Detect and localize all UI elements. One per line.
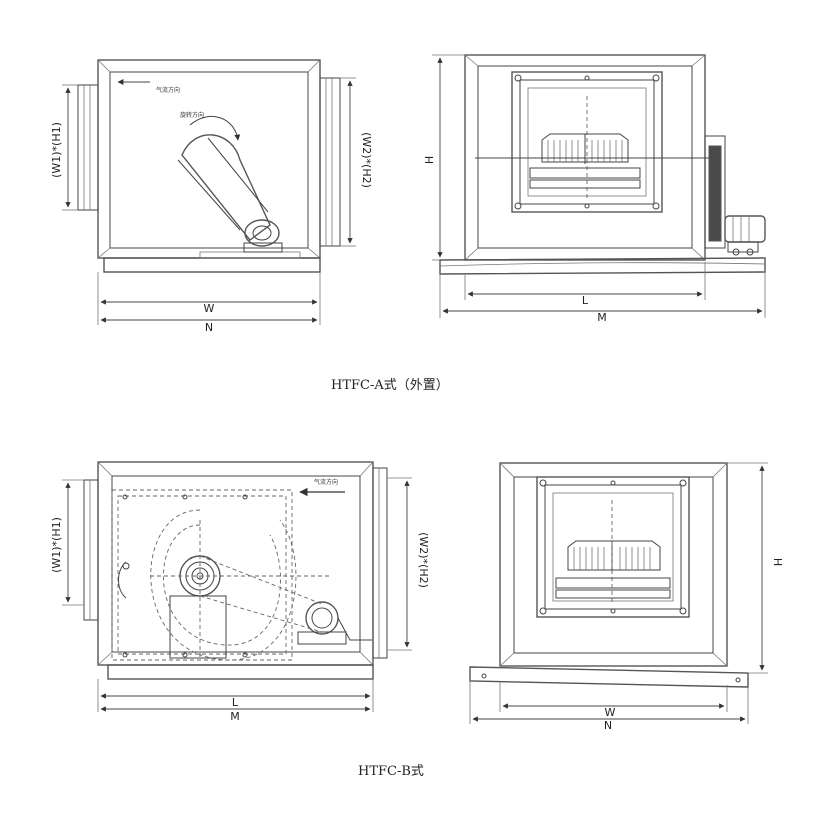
dim-n-a: N [205, 321, 213, 334]
dim-l-b: L [232, 696, 239, 709]
motor-a [724, 215, 766, 256]
caption-htfc-b: HTFC-B式 [358, 764, 424, 779]
dim-l-a: L [582, 294, 589, 307]
dim-w-b: W [605, 706, 616, 719]
dim-m-b: M [230, 710, 240, 723]
dim-m-a: M [597, 311, 607, 324]
caption-htfc-a: HTFC-A式（外置） [331, 378, 449, 393]
impeller-b [555, 500, 671, 605]
diagram-b-front-view: H W N [469, 462, 784, 732]
dim-h-b: H [771, 558, 784, 566]
dim-h-a: H [423, 156, 436, 164]
dim-w-a: W [204, 302, 215, 315]
impeller-a [529, 96, 641, 200]
dim-n-b: N [604, 719, 612, 732]
rotation-label-a: 旋转方向 [180, 111, 204, 119]
diagram-a-side-view: 气流方向 旋转方向 (W1)*(H1) (W2)*(H2) W N [50, 59, 373, 334]
dim-w2h2-a: (W2)*(H2) [360, 132, 373, 188]
diagram-a-front-view: H L M [423, 54, 766, 324]
airflow-label-a: 气流方向 [156, 86, 180, 94]
dim-w1h1-b: (W1)*(H1) [50, 517, 63, 573]
dim-w2h2-b: (W2)*(H2) [417, 532, 430, 588]
motor-b [297, 601, 372, 645]
fan-housing [177, 115, 283, 253]
dim-w1h1-a: (W1)*(H1) [50, 122, 63, 178]
diagram-b-side-view: 气流方向 (W1)*(H1) (W2)*(H2) L M [50, 461, 430, 723]
airflow-label-b: 气流方向 [314, 478, 338, 486]
